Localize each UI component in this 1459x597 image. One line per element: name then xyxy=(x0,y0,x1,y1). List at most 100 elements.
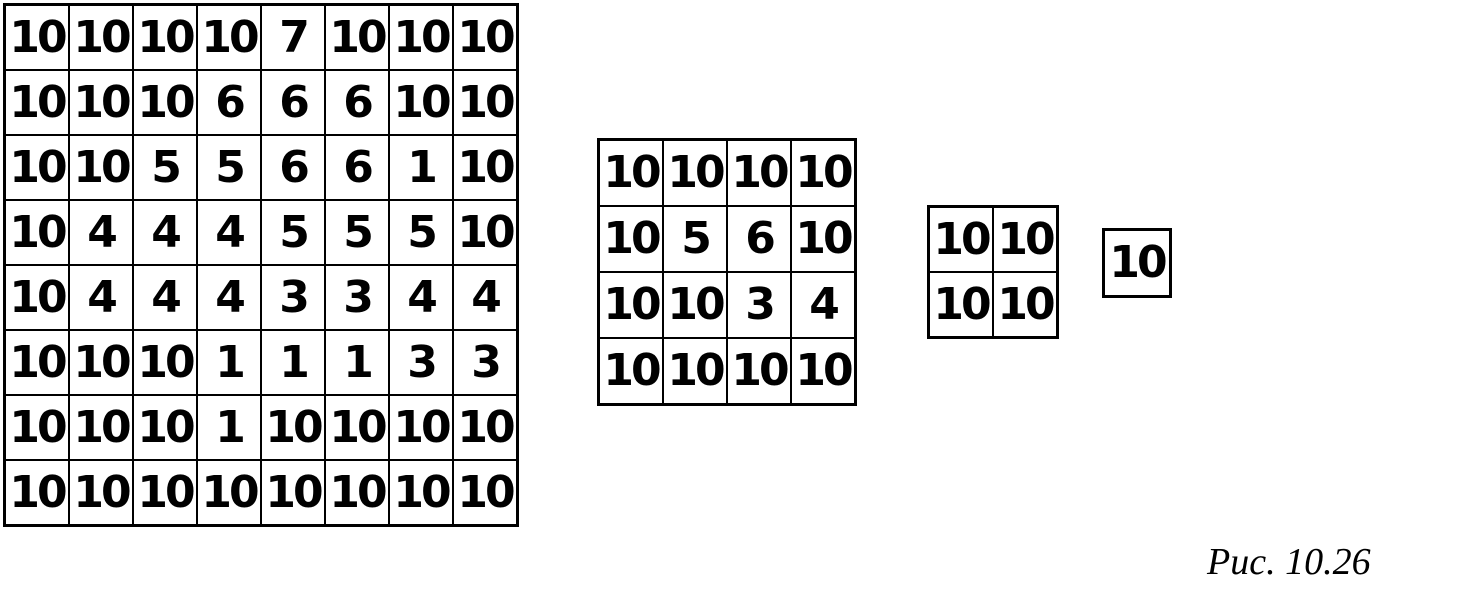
grid-cell: 6 xyxy=(260,69,326,136)
grid-cell: 1 xyxy=(324,329,390,396)
grid-cell: 10 xyxy=(726,337,792,406)
grid-cell: 10 xyxy=(452,134,519,201)
figure-caption: Рис. 10.26 xyxy=(1207,541,1371,583)
grid-cell: 10 xyxy=(324,3,390,71)
grid-cell: 10 xyxy=(992,271,1059,339)
grid-cell: 10 xyxy=(3,199,70,266)
grid-cell: 3 xyxy=(726,271,792,339)
grid-cell: 10 xyxy=(388,3,454,71)
grid-cell: 10 xyxy=(324,394,390,461)
grid-cell: 10 xyxy=(452,3,519,71)
grid-row: 10 xyxy=(1102,228,1172,298)
grid-cell: 10 xyxy=(388,69,454,136)
grid-cell: 5 xyxy=(196,134,262,201)
grid-cell: 10 xyxy=(260,459,326,527)
grid-cell: 3 xyxy=(260,264,326,331)
grid-cell: 10 xyxy=(597,205,664,273)
grid-cell: 10 xyxy=(68,459,134,527)
grid-cell: 10 xyxy=(790,138,857,207)
grid-cell: 6 xyxy=(260,134,326,201)
grid-cell: 10 xyxy=(3,264,70,331)
grid-cell: 10 xyxy=(452,69,519,136)
grid-cell: 3 xyxy=(324,264,390,331)
grid-cell: 3 xyxy=(388,329,454,396)
grid-cell: 10 xyxy=(260,394,326,461)
grid-cell: 10 xyxy=(196,3,262,71)
grid-cell: 10 xyxy=(132,459,198,527)
grid-cell: 10 xyxy=(132,69,198,136)
grid-cell: 5 xyxy=(662,205,728,273)
grid-cell: 10 xyxy=(452,199,519,266)
grid-cell: 6 xyxy=(324,134,390,201)
grid-cell: 10 xyxy=(927,271,994,339)
grid-cell: 4 xyxy=(196,264,262,331)
grid-cell: 5 xyxy=(132,134,198,201)
grid-cell: 4 xyxy=(68,264,134,331)
grid-cell: 10 xyxy=(68,3,134,71)
grid-cell: 5 xyxy=(324,199,390,266)
grid-cell: 4 xyxy=(68,199,134,266)
grid-cell: 10 xyxy=(3,459,70,527)
grid-cell: 10 xyxy=(132,3,198,71)
grid-cell: 10 xyxy=(3,69,70,136)
grid-cell: 4 xyxy=(196,199,262,266)
grid-cell: 10 xyxy=(132,329,198,396)
grid-cell: 6 xyxy=(196,69,262,136)
grid-cell: 5 xyxy=(388,199,454,266)
grid-cell: 7 xyxy=(260,3,326,71)
grid-cell: 4 xyxy=(388,264,454,331)
grid-cell: 10 xyxy=(597,138,664,207)
grid-cell: 10 xyxy=(196,459,262,527)
grid-cell: 6 xyxy=(726,205,792,273)
grid-cell: 10 xyxy=(132,394,198,461)
grid-cell: 10 xyxy=(597,271,664,339)
grid-cell: 1 xyxy=(196,394,262,461)
grid-cell: 1 xyxy=(196,329,262,396)
grid-cell: 10 xyxy=(662,271,728,339)
grid-cell: 10 xyxy=(790,205,857,273)
grid-cell: 4 xyxy=(132,199,198,266)
grid-cell: 1 xyxy=(260,329,326,396)
grid-cell: 1 xyxy=(388,134,454,201)
grid-cell: 10 xyxy=(662,337,728,406)
grid-cell: 5 xyxy=(260,199,326,266)
grid-cell: 10 xyxy=(597,337,664,406)
grid-cell: 10 xyxy=(3,394,70,461)
grid-cell: 10 xyxy=(388,394,454,461)
grid-cell: 10 xyxy=(992,205,1059,273)
grid-cell: 4 xyxy=(790,271,857,339)
grid-cell: 10 xyxy=(927,205,994,273)
grid-cell: 10 xyxy=(324,459,390,527)
grid-cell: 10 xyxy=(452,459,519,527)
grid-cell: 6 xyxy=(324,69,390,136)
grid-cell: 3 xyxy=(452,329,519,396)
grid-cell: 10 xyxy=(452,394,519,461)
grid-cell: 10 xyxy=(3,134,70,201)
grid-cell: 10 xyxy=(726,138,792,207)
grid-cell: 10 xyxy=(388,459,454,527)
grid-cell: 4 xyxy=(452,264,519,331)
grid-cell: 10 xyxy=(3,329,70,396)
grid-cell: 10 xyxy=(68,329,134,396)
grid-cell: 4 xyxy=(132,264,198,331)
grid-cell: 10 xyxy=(3,3,70,71)
grid-cell: 10 xyxy=(1102,228,1172,298)
grid-cell: 10 xyxy=(790,337,857,406)
grid-cell: 10 xyxy=(68,69,134,136)
grid-cell: 10 xyxy=(68,134,134,201)
